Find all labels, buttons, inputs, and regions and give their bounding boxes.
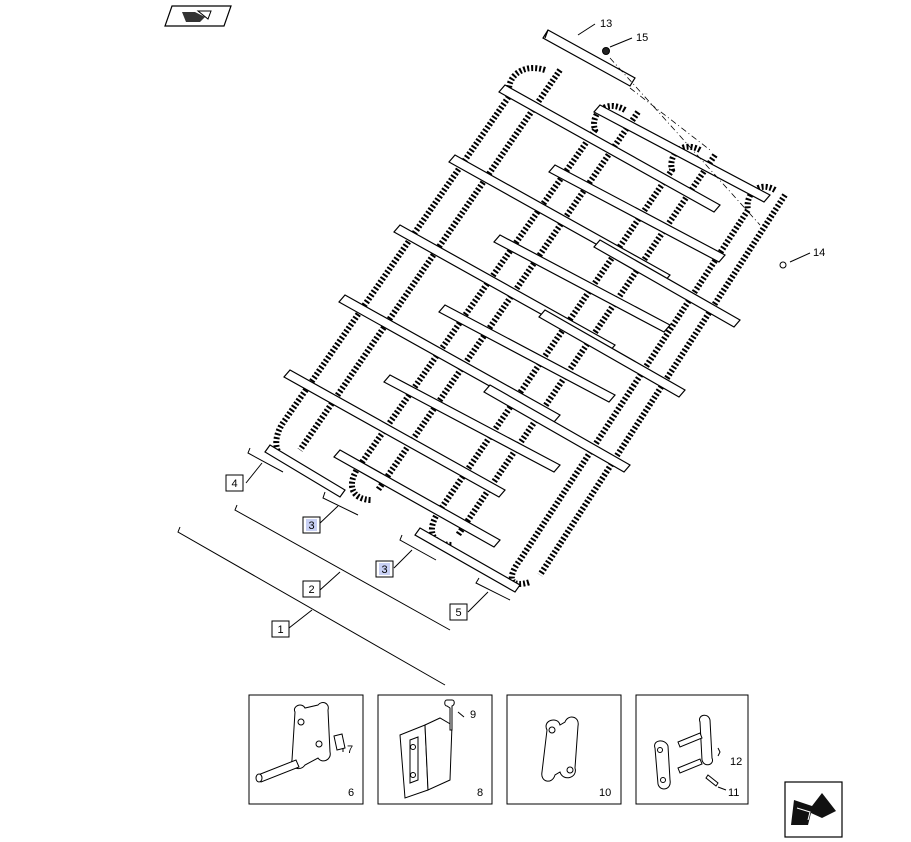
next-page-arrow-icon[interactable] xyxy=(784,781,843,838)
detail-box-8: 9 8 xyxy=(377,694,493,805)
svg-text:2: 2 xyxy=(308,584,314,596)
svg-text:1: 1 xyxy=(277,624,283,636)
bracket-part-13 xyxy=(542,29,636,87)
callout-12[interactable]: 12 xyxy=(730,756,742,768)
callout-5[interactable]: 5 xyxy=(449,603,468,621)
callout-8[interactable]: 8 xyxy=(477,787,483,799)
callout-9[interactable]: 9 xyxy=(470,709,476,721)
svg-text:3: 3 xyxy=(381,564,387,576)
callout-3b[interactable]: 3 xyxy=(375,560,394,578)
callout-3a[interactable]: 3 xyxy=(302,516,321,534)
screw-part-14 xyxy=(779,261,787,269)
detail-box-12: 12 11 xyxy=(635,694,749,805)
exploded-view-icon[interactable] xyxy=(164,5,232,27)
chain-strand-3 xyxy=(428,143,718,548)
svg-text:5: 5 xyxy=(455,607,461,619)
callout-1[interactable]: 1 xyxy=(271,620,290,638)
detail-box-10: 10 xyxy=(506,694,622,805)
cross-slats xyxy=(283,84,771,548)
callout-14[interactable]: 14 xyxy=(813,247,825,259)
callout-13[interactable]: 13 xyxy=(600,18,612,30)
callout-lines xyxy=(177,23,811,686)
chain-strand-2 xyxy=(348,102,641,503)
callout-15[interactable]: 15 xyxy=(636,32,648,44)
svg-text:3: 3 xyxy=(308,520,314,532)
chain-conveyor-assembly xyxy=(264,29,788,593)
nut-part-15 xyxy=(602,47,610,55)
svg-text:4: 4 xyxy=(231,478,237,490)
callout-11[interactable]: 11 xyxy=(728,787,739,799)
callout-10[interactable]: 10 xyxy=(599,787,611,799)
chain-strand-4 xyxy=(508,183,788,587)
callout-2[interactable]: 2 xyxy=(302,580,321,598)
callout-6[interactable]: 6 xyxy=(348,787,354,799)
detail-box-6: 7 6 xyxy=(248,694,364,805)
callout-4[interactable]: 4 xyxy=(225,474,244,492)
callout-7[interactable]: 7 xyxy=(347,744,353,756)
